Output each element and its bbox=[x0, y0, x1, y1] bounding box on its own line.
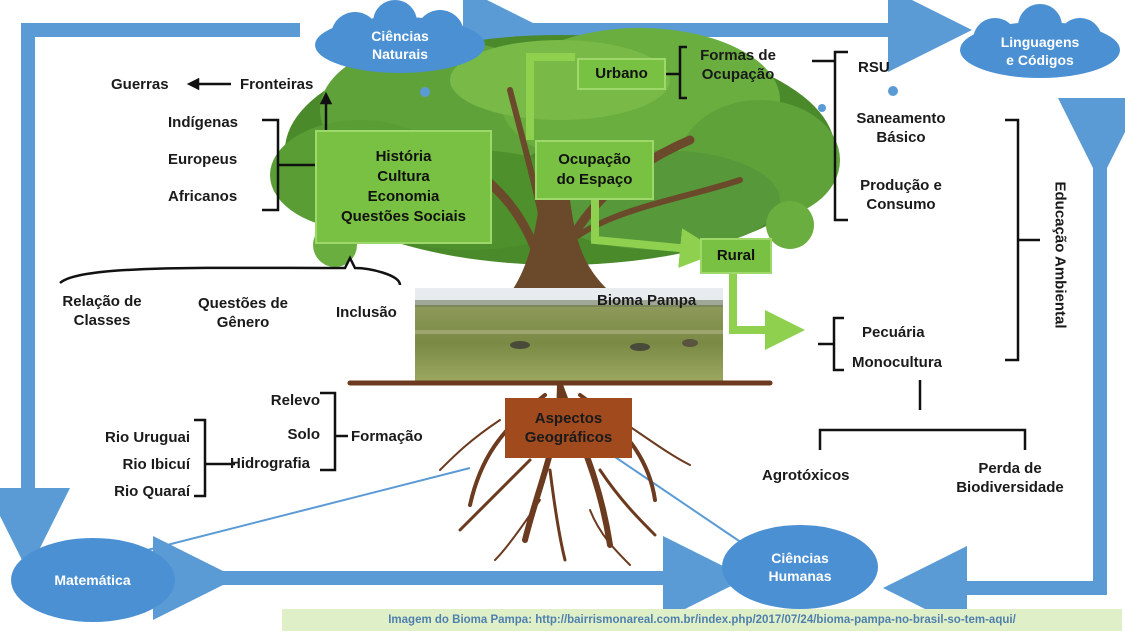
label-fronteiras: Fronteiras bbox=[240, 76, 314, 93]
bracket-educacao bbox=[1005, 118, 1020, 362]
cloud-matematica-label: Matemática bbox=[54, 572, 131, 588]
label-perda-line2: Biodiversidade bbox=[956, 479, 1064, 496]
label-inclusao: Inclusão bbox=[336, 304, 397, 321]
thin-connectors bbox=[107, 439, 746, 561]
label-relacao-classes: Relação de Classes bbox=[52, 292, 152, 330]
label-formas-line2: Ocupação bbox=[701, 66, 775, 83]
label-relacao-line1: Relação de bbox=[62, 293, 142, 310]
label-rsu: RSU bbox=[858, 59, 890, 76]
box-historia-line2: Cultura bbox=[377, 168, 430, 185]
label-formas-line1: Formas de bbox=[700, 47, 776, 64]
box-rural-label: Rural bbox=[716, 247, 756, 264]
label-genero-line2: Gênero bbox=[216, 314, 270, 331]
label-guerras: Guerras bbox=[111, 76, 169, 93]
cloud-matematica: Matemática bbox=[20, 568, 165, 592]
label-producao-consumo: Produção e Consumo bbox=[846, 176, 956, 214]
dot bbox=[888, 86, 898, 96]
label-saneamento: Saneamento Básico bbox=[846, 109, 956, 147]
cloud-ciencias-naturais: Ciências Naturais bbox=[335, 20, 465, 70]
box-aspectos-line2: Geográficos bbox=[524, 429, 613, 446]
label-educacao-ambiental: Educação Ambiental bbox=[1051, 181, 1069, 329]
box-urbano: Urbano bbox=[577, 58, 666, 90]
connector-rural-pecuaria bbox=[729, 272, 805, 350]
cloud-humanas-line1: Ciências bbox=[771, 550, 829, 566]
label-producao-line1: Produção e bbox=[860, 177, 942, 194]
connector-ocupacao-urbano bbox=[526, 53, 575, 140]
bracket-rsu bbox=[833, 50, 848, 222]
label-relevo: Relevo bbox=[270, 392, 320, 409]
bracket-pecuaria bbox=[832, 316, 844, 372]
cloud-linguagens-line2: e Códigos bbox=[1006, 52, 1074, 68]
label-rio-uruguai: Rio Uruguai bbox=[105, 429, 190, 446]
label-rio-ibicui: Rio Ibicuí bbox=[122, 456, 191, 473]
label-perda-line1: Perda de bbox=[978, 460, 1042, 477]
box-ocupacao-line1: Ocupação bbox=[558, 151, 631, 168]
box-historia-line4: Questões Sociais bbox=[340, 208, 467, 225]
ellipse-matematica bbox=[11, 538, 175, 622]
bracket-social bbox=[59, 255, 402, 286]
bracket-formacao bbox=[320, 391, 337, 472]
green-connectors bbox=[526, 53, 805, 350]
box-urbano-label: Urbano bbox=[595, 65, 648, 82]
label-rio-quarai: Rio Quaraí bbox=[114, 483, 190, 500]
label-genero-line1: Questões de bbox=[197, 295, 289, 312]
bracket-impacts bbox=[818, 428, 1027, 450]
box-aspectos-line1: Aspectos bbox=[534, 410, 603, 427]
label-perda-biodiversidade: Perda de Biodiversidade bbox=[945, 459, 1075, 497]
label-producao-line2: Consumo bbox=[866, 196, 936, 213]
label-formacao: Formação bbox=[351, 428, 423, 445]
bracket-formas bbox=[678, 45, 687, 100]
connector-ocupacao-rural bbox=[591, 196, 720, 269]
cloud-humanas-line2: Humanas bbox=[768, 568, 832, 584]
label-indigenas: Indígenas bbox=[168, 114, 239, 131]
arrow-linguagens-humanas bbox=[883, 98, 1125, 630]
label-solo: Solo bbox=[287, 426, 321, 443]
tree-roots bbox=[347, 380, 773, 566]
cloud-linguagens-line1: Linguagens bbox=[1000, 34, 1080, 50]
label-questoes-genero: Questões de Gênero bbox=[188, 294, 298, 332]
label-africanos: Africanos bbox=[168, 188, 238, 205]
label-pecuaria: Pecuária bbox=[862, 324, 925, 341]
label-hidrografia: Hidrografia bbox=[230, 455, 311, 472]
arrow-naturais-matematica bbox=[0, 23, 300, 572]
image-source-caption: Imagem do Bioma Pampa: http://bairrismon… bbox=[282, 609, 1122, 631]
cloud-ciencias-humanas: Ciências Humanas bbox=[735, 545, 865, 589]
label-saneamento-line2: Básico bbox=[876, 129, 926, 146]
box-ocupacao-espaco: Ocupação do Espaço bbox=[535, 140, 654, 200]
box-ocupacao-line2: do Espaço bbox=[556, 171, 633, 188]
cloud-linguagens-codigos: Linguagens e Códigos bbox=[975, 27, 1105, 75]
box-aspectos-geograficos: Aspectos Geográficos bbox=[505, 398, 632, 458]
bracket-rios bbox=[194, 418, 207, 498]
label-formas-ocupacao: Formas de Ocupação bbox=[688, 46, 788, 84]
label-europeus: Europeus bbox=[168, 151, 238, 168]
dot bbox=[420, 87, 430, 97]
box-rural: Rural bbox=[700, 238, 772, 274]
box-historia-line3: Economia bbox=[367, 188, 440, 205]
label-bioma-pampa: Bioma Pampa bbox=[597, 292, 697, 309]
ellipse-humanas bbox=[722, 525, 878, 609]
black-lines bbox=[59, 45, 1040, 498]
label-saneamento-line1: Saneamento bbox=[856, 110, 946, 127]
dot bbox=[818, 104, 826, 112]
label-agrotoxicos: Agrotóxicos bbox=[762, 467, 850, 484]
label-monocultura: Monocultura bbox=[852, 354, 942, 371]
pampa-photo bbox=[415, 288, 723, 381]
label-relacao-line2: Classes bbox=[73, 312, 131, 329]
cloud-shapes bbox=[11, 0, 1120, 622]
cloud-naturais bbox=[315, 0, 485, 73]
box-historia-cultura: História Cultura Economia Questões Socia… bbox=[315, 130, 492, 244]
cloud-naturais-line1: Ciências bbox=[371, 28, 429, 44]
cloud-linguagens bbox=[960, 4, 1120, 78]
box-historia-line1: História bbox=[375, 148, 432, 165]
tree-trunk bbox=[505, 200, 620, 300]
connector-matematica-roots bbox=[107, 467, 471, 561]
cloud-naturais-line2: Naturais bbox=[371, 46, 429, 62]
